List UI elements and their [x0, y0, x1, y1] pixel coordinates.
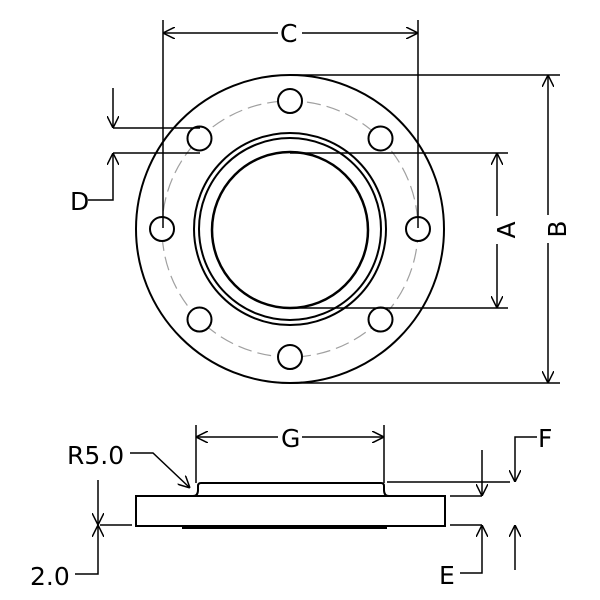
label-b: B: [543, 220, 572, 237]
dim-e-leader: [460, 525, 482, 574]
label-g: G: [281, 424, 300, 453]
label-a: A: [492, 221, 521, 238]
radius-leader: [130, 452, 190, 488]
label-d: D: [70, 187, 89, 216]
label-f: F: [538, 424, 552, 453]
bolt-hole: [149, 216, 175, 242]
bolt-hole: [277, 88, 303, 114]
bolt-hole: [186, 306, 213, 333]
flange-plate: [135, 495, 446, 527]
label-radius: R5.0: [67, 441, 124, 470]
bolt-hole: [277, 344, 303, 370]
flange-outer-circle: [135, 74, 445, 384]
bolt-hole: [186, 125, 213, 152]
dim-f-leader: [515, 436, 537, 482]
side-view: G R5.0 F E 2.0: [30, 424, 552, 591]
top-view: C D A B: [70, 19, 572, 384]
hub-profile: [192, 482, 390, 497]
bore-circle: [210, 150, 370, 310]
hub-outer-circle: [193, 132, 387, 326]
bolt-hole: [367, 306, 394, 333]
label-e: E: [439, 561, 455, 590]
label-c: C: [280, 19, 297, 48]
hub-inner-circle: [198, 137, 382, 321]
bolt-holes: [149, 88, 431, 370]
bolt-hole: [367, 125, 394, 152]
dim-d-leader: [88, 153, 113, 201]
dim-thickness-leader: [75, 525, 98, 575]
label-thickness: 2.0: [30, 562, 70, 591]
